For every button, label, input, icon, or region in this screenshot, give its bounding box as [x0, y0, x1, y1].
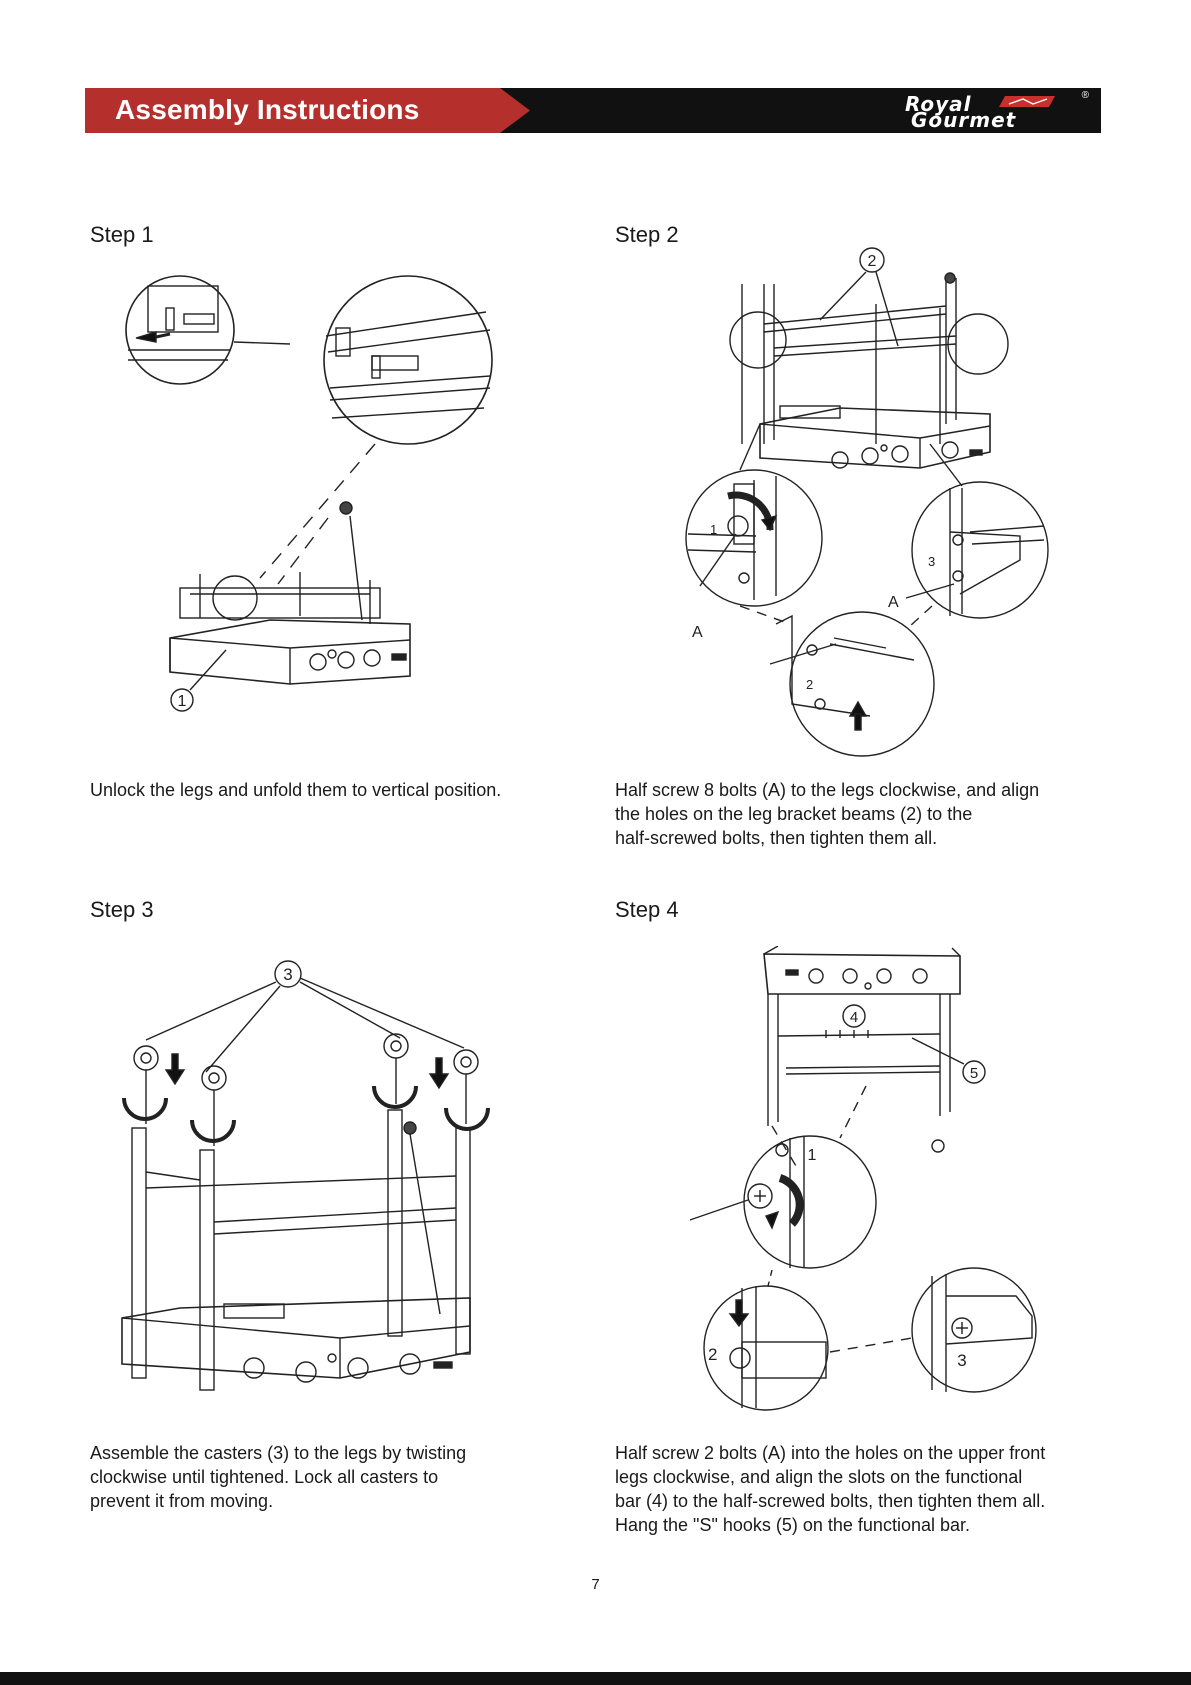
- step-2-text-line: half-screwed bolts, then tighten them al…: [615, 828, 938, 848]
- caster-icon: [201, 1065, 227, 1146]
- step-1-text-line: Unlock the legs and unfold them to verti…: [90, 780, 502, 800]
- step-1-callout-1: 1: [178, 693, 187, 710]
- step-3-text-line: Assemble the casters (3) to the legs by …: [90, 1443, 467, 1463]
- step-3-text: Assemble the casters (3) to the legs by …: [90, 1441, 466, 1513]
- caster-icon: [133, 1045, 159, 1124]
- step-4-diagram: 4 5 1 A 2 3: [690, 946, 1037, 1411]
- step-4-text-line: Hang the "S" hooks (5) on the functional…: [615, 1515, 970, 1535]
- caster-icon: [453, 1049, 479, 1124]
- step-2-label-a-left: A: [692, 624, 703, 641]
- header-banner: Assembly Instructions Royal Gourmet ®: [85, 88, 1101, 133]
- step-3-title: Step 3: [90, 897, 154, 922]
- brand-stripe-icon: [999, 96, 1055, 107]
- step-4-title: Step 4: [615, 897, 679, 922]
- step-1-title: Step 1: [90, 222, 154, 247]
- step-3-diagram: 3: [121, 960, 490, 1391]
- step-4-text-line: Half screw 2 bolts (A) into the holes on…: [615, 1443, 1046, 1463]
- caster-icon: [383, 1033, 409, 1104]
- step-1-text: Unlock the legs and unfold them to verti…: [90, 778, 501, 802]
- step-2-callout-2: 2: [868, 253, 877, 270]
- step-3-text-line: clockwise until tightened. Lock all cast…: [90, 1467, 439, 1487]
- step-2-detail-3-label: 3: [928, 554, 935, 569]
- step-2-text-line: Half screw 8 bolts (A) to the legs clock…: [615, 780, 1040, 800]
- footer-rule: [0, 1672, 1191, 1685]
- step-4-text: Half screw 2 bolts (A) into the holes on…: [615, 1441, 1045, 1537]
- brand-word-1: Royal: [905, 92, 972, 116]
- step-4-detail-1-label: 1: [808, 1147, 817, 1164]
- registered-mark: ®: [1081, 90, 1089, 101]
- step-4-detail-3-label: 3: [957, 1351, 966, 1370]
- step-4-callout-5: 5: [970, 1065, 978, 1082]
- step-2-detail-2-label: 2: [806, 677, 813, 692]
- step-2-text: Half screw 8 bolts (A) to the legs clock…: [615, 778, 1039, 850]
- header-red-tab: [85, 88, 530, 133]
- step-2-text-line: the holes on the leg bracket beams (2) t…: [615, 804, 973, 824]
- step-4-detail-2-label: 2: [708, 1345, 717, 1364]
- step-2-detail-1-label: 1: [710, 522, 717, 537]
- step-4-text-line: bar (4) to the half-screwed bolts, then …: [615, 1491, 1046, 1511]
- step-3-text-line: prevent it from moving.: [90, 1491, 274, 1511]
- brand-word-2: Gourmet: [911, 108, 1017, 132]
- step-2-title: Step 2: [615, 222, 679, 247]
- page-number: 7: [591, 1576, 600, 1593]
- step-2-label-a-right: A: [888, 594, 899, 611]
- page-title: Assembly Instructions: [115, 94, 420, 125]
- brand-logo: Royal Gourmet ®: [905, 90, 1089, 132]
- step-4-callout-4: 4: [850, 1009, 858, 1026]
- step-4-text-line: legs clockwise, and align the slots on t…: [615, 1467, 1023, 1487]
- step-1-diagram: 1: [125, 275, 493, 712]
- step-3-callout-3: 3: [283, 965, 292, 984]
- step-2-diagram: 2 1 A 3 A 2: [685, 247, 1049, 757]
